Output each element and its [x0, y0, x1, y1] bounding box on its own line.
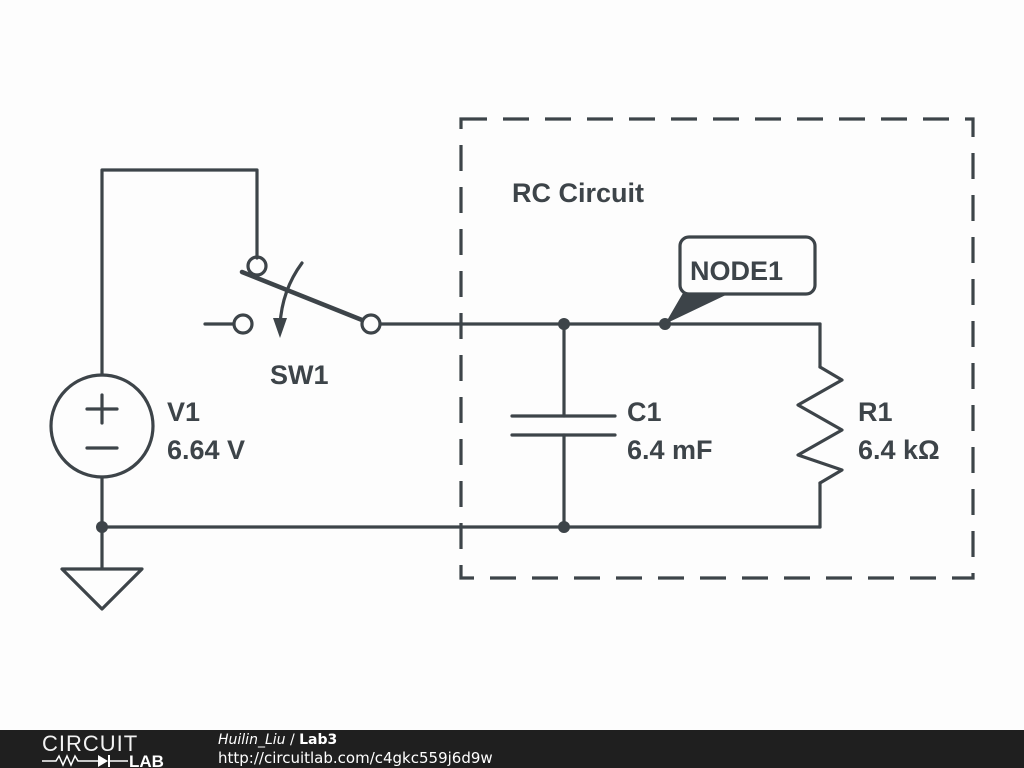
c1-name-label: C1 [627, 397, 662, 427]
rc-circuit-group-box[interactable] [459, 117, 975, 580]
switch-label: SW1 [270, 360, 329, 390]
junction-dot [96, 521, 108, 533]
junction-dot [558, 318, 570, 330]
r1-name-label: R1 [858, 397, 893, 427]
circuitlab-logo-symbol-icon: LAB [42, 752, 164, 768]
circuitlab-logo-text[interactable]: CIRCUIT [42, 731, 139, 756]
circuit-schematic: RC Circuit SW1 V1 6.64 V C1 6.4 mF R1 6.… [49, 117, 975, 611]
wire-v1-to-switch[interactable] [100, 168, 259, 377]
node-label-callout[interactable]: NODE1 [665, 235, 817, 324]
c1-value-label: 6.4 mF [627, 435, 713, 465]
r1-value-label: 6.4 kΩ [858, 435, 940, 465]
separator: / [285, 732, 300, 748]
group-label: RC Circuit [512, 178, 644, 208]
v1-value-label: 6.64 V [167, 435, 245, 465]
resistor-r1[interactable] [796, 365, 844, 485]
project-url-link[interactable]: http://circuitlab.com/c4gkc559j6d9w [218, 749, 493, 767]
junction-dot [558, 521, 570, 533]
username-link[interactable]: Huilin_Liu [218, 732, 286, 748]
voltage-source-v1[interactable] [49, 373, 155, 479]
svg-text:LAB: LAB [129, 752, 164, 768]
project-name-link[interactable]: Lab3 [299, 732, 338, 748]
ground-icon[interactable] [60, 567, 144, 611]
v1-name-label: V1 [167, 397, 200, 427]
node-label: NODE1 [690, 256, 783, 286]
capacitor-c1[interactable] [510, 322, 617, 529]
project-owner-and-title: Huilin_Liu / Lab3 [218, 732, 337, 748]
switch-sw1[interactable] [203, 255, 382, 338]
footer-bar: CIRCUIT LAB Huilin_Liu / Lab3 http://cir… [0, 730, 1024, 768]
